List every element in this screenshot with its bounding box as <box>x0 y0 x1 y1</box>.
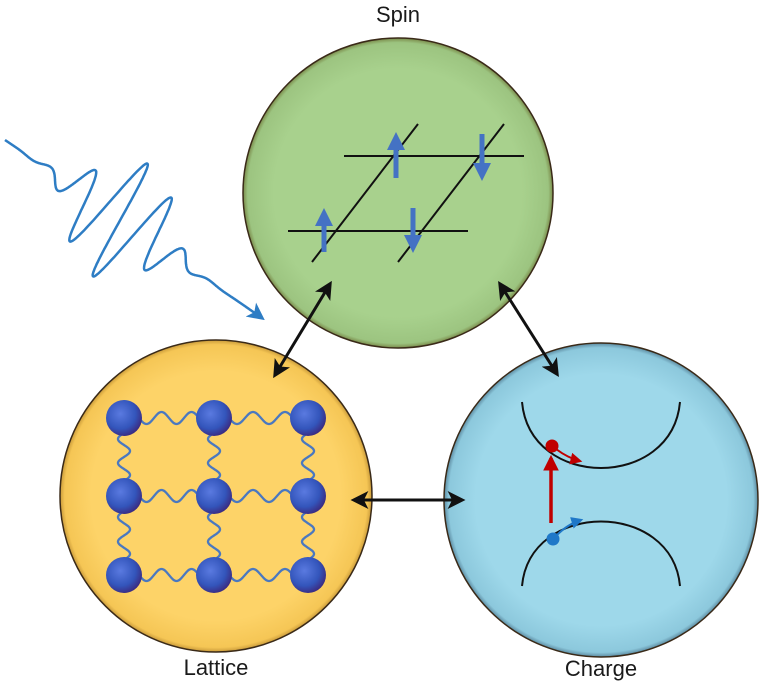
lattice-label: Lattice <box>183 655 249 680</box>
lattice-spring <box>206 510 222 561</box>
lattice-atom <box>290 478 326 514</box>
spin-up-arrow-icon <box>315 208 333 252</box>
lattice-spring <box>116 432 132 482</box>
lattice-spring <box>228 410 294 426</box>
charge-circle <box>443 342 759 658</box>
lattice-atom <box>106 400 142 436</box>
spin-arrows <box>315 132 491 253</box>
lattice-atom <box>290 400 326 436</box>
ground-electron <box>546 532 560 546</box>
lattice-spring <box>300 432 316 482</box>
spin-up-arrow-icon <box>387 132 405 178</box>
lattice-spring <box>138 488 200 504</box>
lattice-atom <box>106 557 142 593</box>
lattice-atom <box>196 557 232 593</box>
lattice-spring <box>228 488 294 504</box>
spin-label: Spin <box>375 2 421 27</box>
charge-label: Charge <box>564 656 638 681</box>
charge-excitation <box>543 439 584 546</box>
lattice-spring <box>138 410 200 426</box>
lattice-spring <box>206 432 222 482</box>
excited-electron <box>545 439 559 453</box>
spin-down-arrow-icon <box>473 134 491 181</box>
spin-charge-coupling-arrow-icon <box>498 280 559 378</box>
lattice-atom <box>196 400 232 436</box>
lattice-atoms <box>106 400 326 593</box>
light-pulse-wave-icon <box>4 139 265 321</box>
lattice-spring <box>138 567 200 583</box>
lattice-atom <box>196 478 232 514</box>
conduction-band <box>521 401 681 469</box>
lattice-springs <box>116 410 316 583</box>
electron-relax-arrow-icon <box>555 448 583 465</box>
lattice-spring <box>228 567 294 583</box>
spin-lattice-coupling-arrow-icon <box>273 280 332 379</box>
coupling-arrows <box>273 280 559 509</box>
lattice-spring <box>116 510 132 561</box>
lattice-atom <box>106 478 142 514</box>
spin-down-arrow-icon <box>404 208 422 253</box>
valence-band <box>521 520 681 587</box>
lattice-spring <box>300 510 316 561</box>
lattice-atom <box>290 557 326 593</box>
charge-band-structure <box>521 401 681 587</box>
hole-relax-arrow-icon <box>556 517 584 536</box>
spin-circle <box>242 37 554 349</box>
